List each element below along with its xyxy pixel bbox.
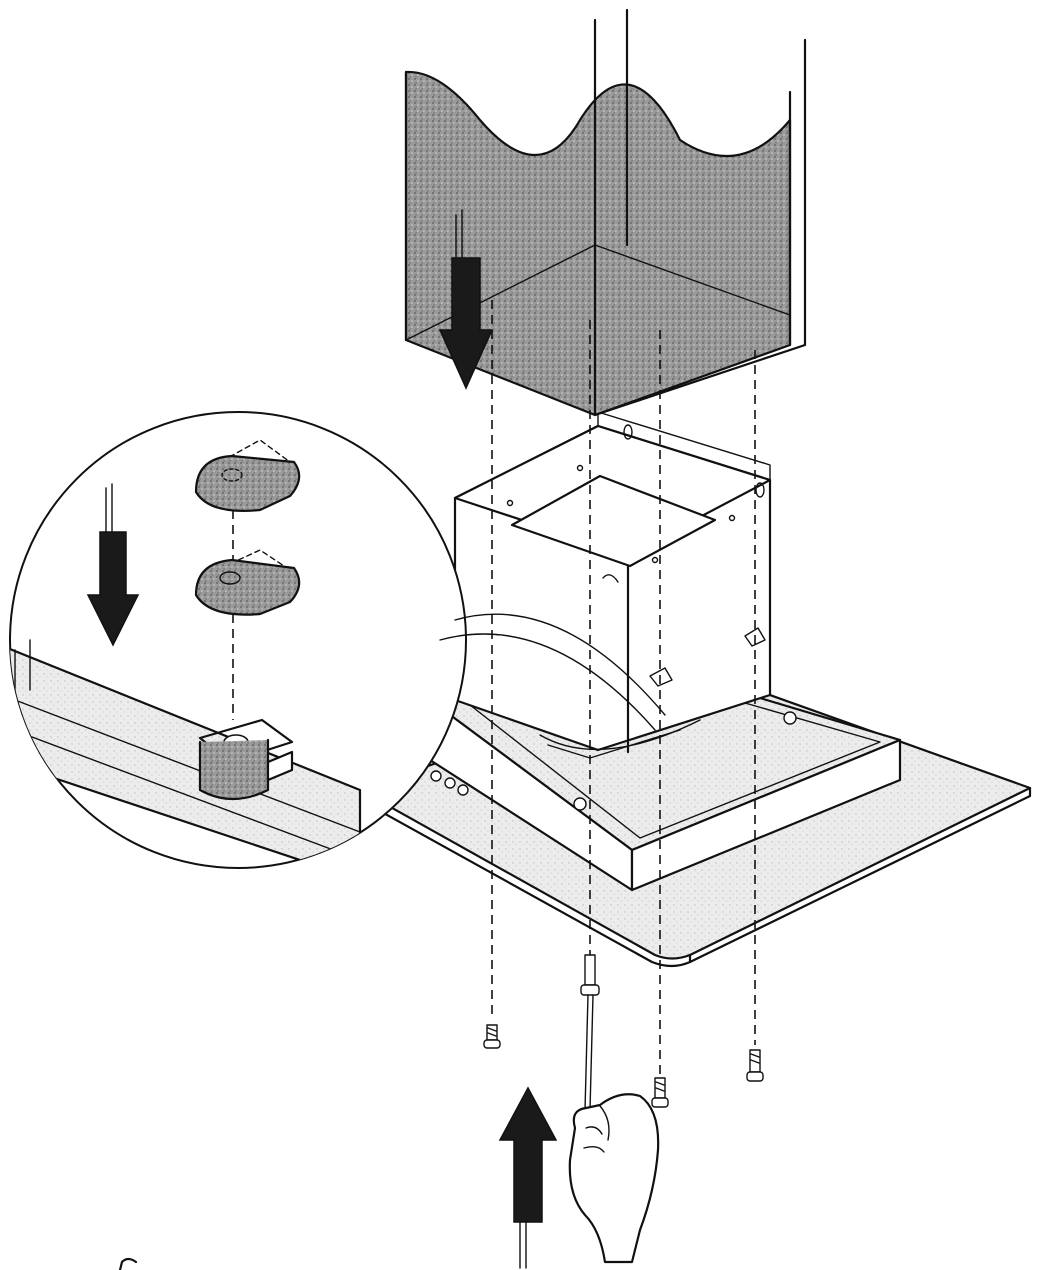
cam-part-bottom xyxy=(194,549,301,616)
screw-icon xyxy=(483,1024,501,1049)
alignment-lines xyxy=(491,300,756,1075)
column-body xyxy=(453,411,772,759)
screw-icon xyxy=(651,1077,669,1108)
corner-mark xyxy=(118,1257,138,1270)
detail-magnifier xyxy=(9,411,467,869)
cam-part-top xyxy=(194,439,301,512)
hand-icon xyxy=(568,1093,660,1264)
down-arrow-icon xyxy=(438,209,494,390)
glass-housing xyxy=(404,8,807,417)
long-screw-icon xyxy=(580,954,600,1111)
up-arrow-icon xyxy=(498,1086,558,1269)
detail-leader xyxy=(439,613,666,731)
down-arrow-icon xyxy=(86,483,140,647)
screw-icon xyxy=(746,1049,764,1082)
